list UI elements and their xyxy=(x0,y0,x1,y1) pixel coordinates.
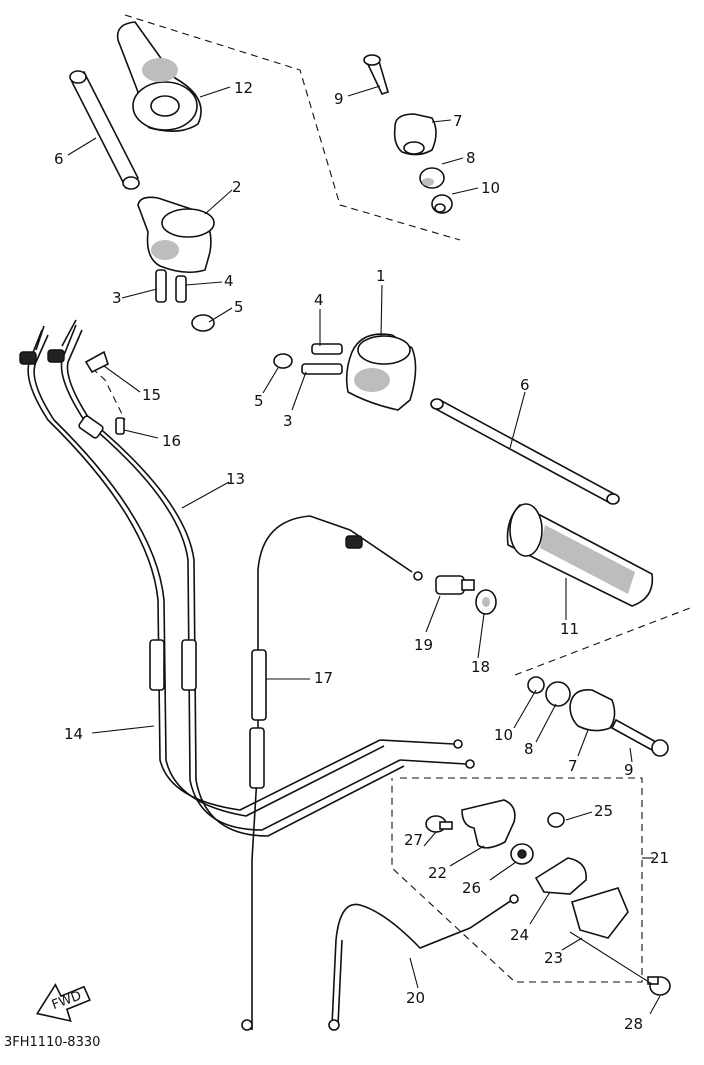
callout-18: 18 xyxy=(471,658,490,676)
cable-ends-lower xyxy=(379,739,475,769)
callout-5-middle: 5 xyxy=(254,392,264,410)
callout-16: 16 xyxy=(162,432,181,450)
bolt-27 xyxy=(425,815,453,833)
clutch-cable-17 xyxy=(241,515,423,1031)
collar-8-upper xyxy=(419,167,445,189)
bolt-25 xyxy=(547,812,565,828)
screw-3-middle xyxy=(301,363,343,375)
callout-2: 2 xyxy=(232,178,242,196)
callout-4-middle: 4 xyxy=(314,291,324,309)
drawing-code: 3FH1110-8330 xyxy=(4,1035,100,1050)
forward-arrow-icon: FWD xyxy=(35,983,91,1023)
callout-26: 26 xyxy=(462,879,481,897)
callout-7-lower: 7 xyxy=(568,757,578,775)
adjuster-19 xyxy=(435,575,475,595)
nut-10-upper xyxy=(431,194,453,214)
grip-12 xyxy=(116,21,202,132)
callout-7-upper: 7 xyxy=(453,112,463,130)
callout-14: 14 xyxy=(64,725,83,743)
bolt-28 xyxy=(647,976,671,996)
nut-5-upper xyxy=(191,314,215,332)
collar-8-lower xyxy=(545,681,571,707)
screw-3-upper xyxy=(155,269,167,303)
cable-end-fittings xyxy=(19,319,77,365)
nut-5-middle xyxy=(273,353,293,369)
throttle-tube-6 xyxy=(69,70,140,190)
callout-6-right: 6 xyxy=(520,376,530,394)
plate-23 xyxy=(571,887,629,939)
callout-11: 11 xyxy=(560,620,579,638)
screw-9-lower xyxy=(610,718,669,757)
callout-13: 13 xyxy=(226,470,245,488)
callout-1: 1 xyxy=(376,267,386,285)
washer-26 xyxy=(510,843,534,865)
callout-3-middle: 3 xyxy=(283,412,293,430)
group-outline-clutch-assembly xyxy=(391,777,643,983)
callout-10-lower: 10 xyxy=(494,726,513,744)
clutch-holder-1 xyxy=(345,333,417,411)
handlebar-tube-6 xyxy=(430,398,620,505)
screw-4-middle xyxy=(311,343,343,355)
screw-16 xyxy=(115,417,125,435)
callout-3-upper: 3 xyxy=(112,289,122,307)
group-outline-right-grip xyxy=(514,607,691,676)
bar-end-weight-7-upper xyxy=(393,113,437,156)
callout-10-upper: 10 xyxy=(481,179,500,197)
grip-11 xyxy=(506,503,654,607)
callout-6-upper: 6 xyxy=(54,150,64,168)
locknut-18 xyxy=(475,589,497,615)
bar-end-weight-7-lower xyxy=(569,689,616,732)
callout-9-upper: 9 xyxy=(334,90,344,108)
group-outline-bracket xyxy=(91,367,126,421)
callout-12: 12 xyxy=(234,79,253,97)
nut-10-lower xyxy=(527,676,545,694)
callout-21: 21 xyxy=(650,849,669,867)
callout-5-upper: 5 xyxy=(234,298,244,316)
callout-25: 25 xyxy=(594,802,613,820)
group-outline-upper xyxy=(124,14,461,241)
callout-15: 15 xyxy=(142,386,161,404)
callout-24: 24 xyxy=(510,926,529,944)
callout-4-upper: 4 xyxy=(224,272,234,290)
callout-19: 19 xyxy=(414,636,433,654)
bracket-15 xyxy=(84,350,109,374)
throttle-cables-13-14 xyxy=(27,324,405,837)
callout-9-lower: 9 xyxy=(624,761,634,779)
screw-9-upper xyxy=(363,54,389,95)
callout-22: 22 xyxy=(428,864,447,882)
callout-23: 23 xyxy=(544,949,563,967)
callout-20: 20 xyxy=(406,989,425,1007)
leader-lines xyxy=(67,85,661,1015)
throttle-housing-2 xyxy=(137,196,215,274)
clutch-cable-20 xyxy=(328,894,519,1031)
callout-17: 17 xyxy=(314,669,333,687)
callout-8-lower: 8 xyxy=(524,740,534,758)
callout-labels: 12 6 2 3 4 5 9 7 8 10 1 4 5 3 6 15 16 13… xyxy=(54,79,669,1033)
lever-22 xyxy=(461,799,516,849)
screw-4-upper xyxy=(175,275,187,303)
callout-8-upper: 8 xyxy=(466,149,476,167)
callout-28: 28 xyxy=(624,1015,643,1033)
callout-27: 27 xyxy=(404,831,423,849)
bracket-24 xyxy=(534,857,587,895)
